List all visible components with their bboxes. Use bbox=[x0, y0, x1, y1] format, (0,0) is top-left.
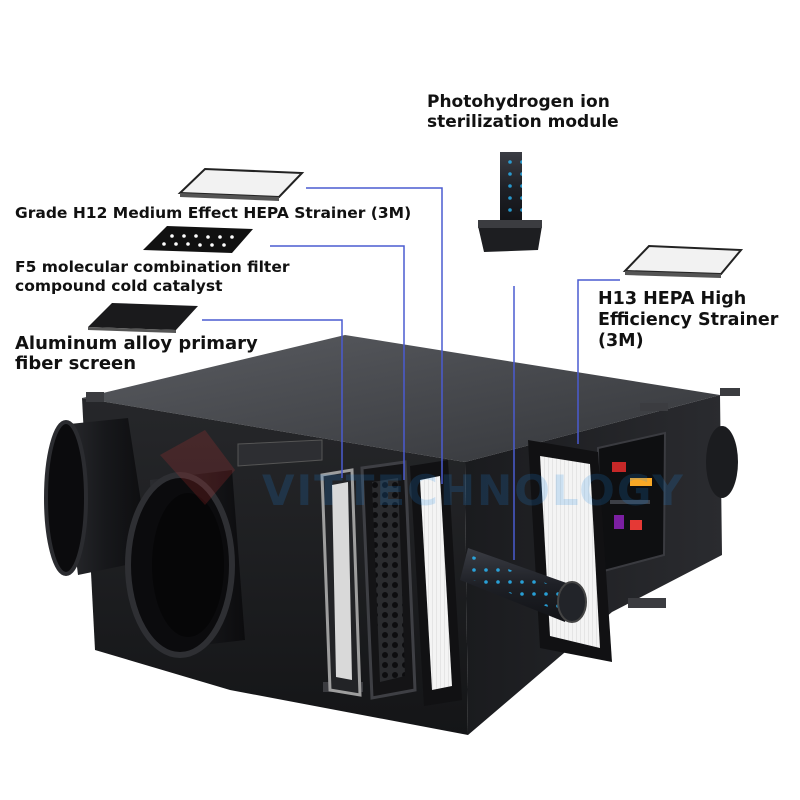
photohydrogen-module-illustration bbox=[478, 152, 542, 252]
left-duct-back bbox=[44, 420, 88, 576]
label-h13-line1: H13 HEPA High bbox=[598, 289, 747, 309]
aluminum-screen-illustration bbox=[88, 303, 198, 333]
leader-line-h12 bbox=[306, 187, 443, 484]
right-duct bbox=[706, 426, 738, 498]
label-f5-line1: F5 molecular combination filter bbox=[15, 258, 290, 276]
label-f5-filter: F5 molecular combination filter compound… bbox=[15, 258, 290, 296]
label-h12-line1: Grade H12 Medium Effect HEPA Strainer (3… bbox=[15, 204, 412, 222]
watermark-logo: VITTECHNOLOGY bbox=[160, 430, 685, 515]
label-photohydrogen-module: Photohydrogen ion sterilization module bbox=[427, 92, 619, 132]
label-h13-strainer: H13 HEPA High Efficiency Strainer (3M) bbox=[598, 289, 778, 352]
housing-top bbox=[82, 335, 720, 462]
label-h13-line3: (3M) bbox=[598, 331, 644, 351]
label-f5-line2: compound cold catalyst bbox=[15, 277, 223, 295]
label-h13-line2: Efficiency Strainer bbox=[598, 310, 779, 330]
label-photohydrogen-line1: Photohydrogen ion bbox=[427, 92, 610, 112]
leader-lines bbox=[202, 187, 620, 560]
label-photohydrogen-line2: sterilization module bbox=[427, 112, 619, 132]
f5-filter-illustration bbox=[143, 226, 253, 253]
h13-filter-illustration bbox=[622, 244, 744, 278]
svg-text:VITTECHNOLOGY: VITTECHNOLOGY bbox=[262, 466, 685, 515]
sterilization-tube bbox=[460, 548, 587, 623]
h12-filter-illustration bbox=[177, 167, 305, 201]
label-aluminum-line1: Aluminum alloy primary bbox=[15, 333, 258, 354]
leader-line-f5 bbox=[270, 245, 405, 480]
rating-plate bbox=[237, 439, 323, 467]
tube-end-cap bbox=[557, 581, 587, 623]
air-duct-collars bbox=[44, 418, 245, 658]
leader-line-aluminum bbox=[202, 319, 343, 478]
leader-line-h13 bbox=[577, 279, 620, 444]
label-aluminum-line2: fiber screen bbox=[15, 353, 137, 374]
label-aluminum-screen: Aluminum alloy primary fiber screen bbox=[15, 334, 258, 374]
label-h12-strainer: Grade H12 Medium Effect HEPA Strainer (3… bbox=[15, 203, 411, 223]
